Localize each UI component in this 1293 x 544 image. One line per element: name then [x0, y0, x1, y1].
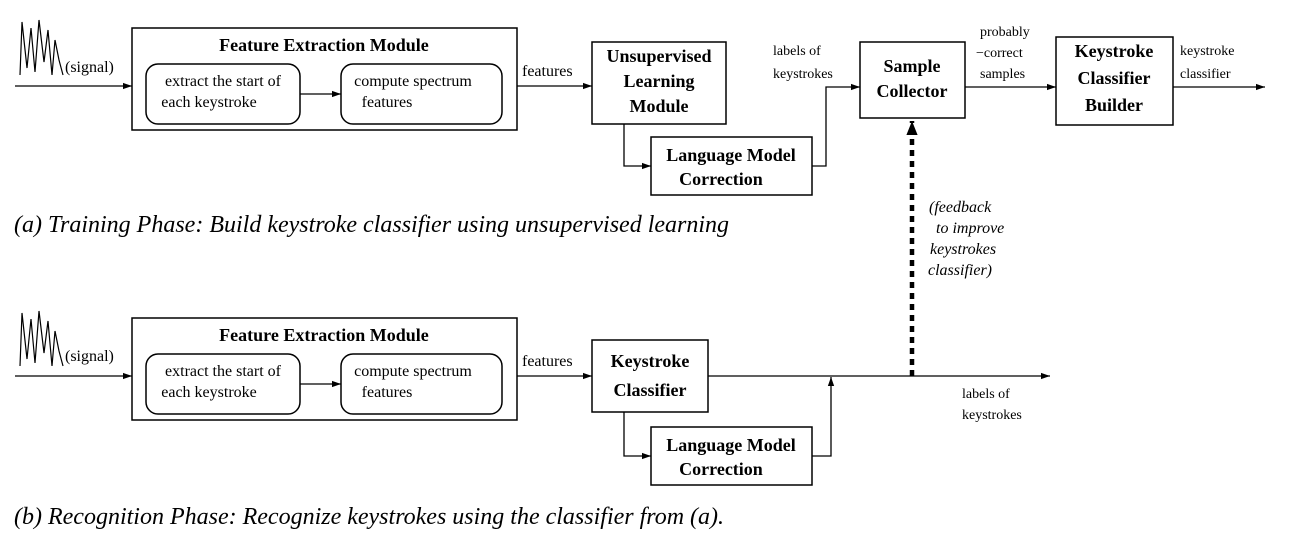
features-label: features	[522, 353, 573, 370]
unsupervised-to-lm-arrow	[623, 124, 651, 170]
signal-label: (signal)	[65, 348, 114, 365]
compute-spectrum-line1: compute spectrum	[354, 73, 472, 90]
unsupervised-line2: Learning	[623, 71, 694, 91]
classifier-to-lm-arrow	[623, 412, 651, 460]
probably-line3: samples	[980, 67, 1025, 82]
extract-keystroke-start-line1: extract the start of	[165, 363, 282, 380]
sample-collector-line1: Sample	[883, 56, 940, 76]
labels-of-keystrokes-line1: labels of	[962, 387, 1010, 402]
feedback-line2: to improve	[936, 220, 1004, 237]
features-label: features	[522, 63, 573, 80]
builder-line2: Classifier	[1078, 68, 1151, 88]
language-model-line2: Correction	[679, 169, 763, 189]
compute-spectrum-line1: compute spectrum	[354, 363, 472, 380]
keystroke-classifier-box	[591, 339, 709, 413]
labels-of-keystrokes-line2: keystrokes	[773, 67, 833, 82]
extract-keystroke-start-line2: each keystroke	[161, 94, 257, 111]
labels-of-keystrokes-line2: keystrokes	[962, 408, 1022, 423]
probably-line2: −correct	[976, 46, 1023, 61]
unsupervised-line3: Module	[629, 96, 688, 116]
feature-extraction-module-title: Feature Extraction Module	[219, 325, 429, 345]
builder-line1: Keystroke	[1075, 41, 1154, 61]
language-model-line1: Language Model	[666, 435, 796, 455]
feedback: (feedback to improve keystrokes classifi…	[906, 121, 1004, 376]
feedback-line1: (feedback	[929, 199, 992, 216]
recognition-phase: (signal) Feature Extraction Module extra…	[14, 310, 1050, 530]
builder-line3: Builder	[1085, 95, 1143, 115]
extract-keystroke-start-line2: each keystroke	[161, 384, 257, 401]
signal-waveform-icon	[19, 19, 64, 76]
extract-keystroke-start-line1: extract the start of	[165, 73, 282, 90]
keystroke-classifier-output-line1: keystroke	[1180, 44, 1234, 59]
language-model-line2: Correction	[679, 459, 763, 479]
recognition-phase-caption: (b) Recognition Phase: Recognize keystro…	[14, 504, 724, 530]
signal-label: (signal)	[65, 59, 114, 76]
training-phase: (signal) Feature Extraction Module extra…	[14, 19, 1265, 238]
probably-line1: probably	[980, 25, 1030, 40]
feature-extraction-module-title: Feature Extraction Module	[219, 35, 429, 55]
keystroke-classifier-builder-box	[1055, 36, 1174, 126]
language-model-line1: Language Model	[666, 145, 796, 165]
labels-of-keystrokes-line1: labels of	[773, 44, 821, 59]
training-phase-caption: (a) Training Phase: Build keystroke clas…	[14, 212, 729, 238]
compute-spectrum-line2: features	[362, 384, 413, 401]
signal-waveform-icon	[19, 310, 64, 367]
feedback-line4: classifier)	[928, 262, 992, 279]
sample-collector-box	[859, 41, 966, 119]
language-model-correction-box	[650, 426, 813, 486]
unsupervised-line1: Unsupervised	[606, 46, 711, 66]
compute-spectrum-line2: features	[362, 94, 413, 111]
sample-collector-line2: Collector	[877, 81, 948, 101]
compute-spectrum-box	[340, 353, 503, 415]
feedback-line3: keystrokes	[930, 241, 996, 258]
language-model-correction-box	[650, 136, 813, 196]
lm-to-sample-collector-arrow	[812, 83, 860, 167]
keystroke-classifier-output-line2: classifier	[1180, 67, 1231, 82]
keystroke-classifier-line1: Keystroke	[611, 351, 690, 371]
unsupervised-learning-module-box	[591, 41, 727, 125]
compute-spectrum-box	[340, 63, 503, 125]
lm-to-output-arrow	[812, 377, 835, 457]
keystroke-classifier-line2: Classifier	[614, 380, 687, 400]
